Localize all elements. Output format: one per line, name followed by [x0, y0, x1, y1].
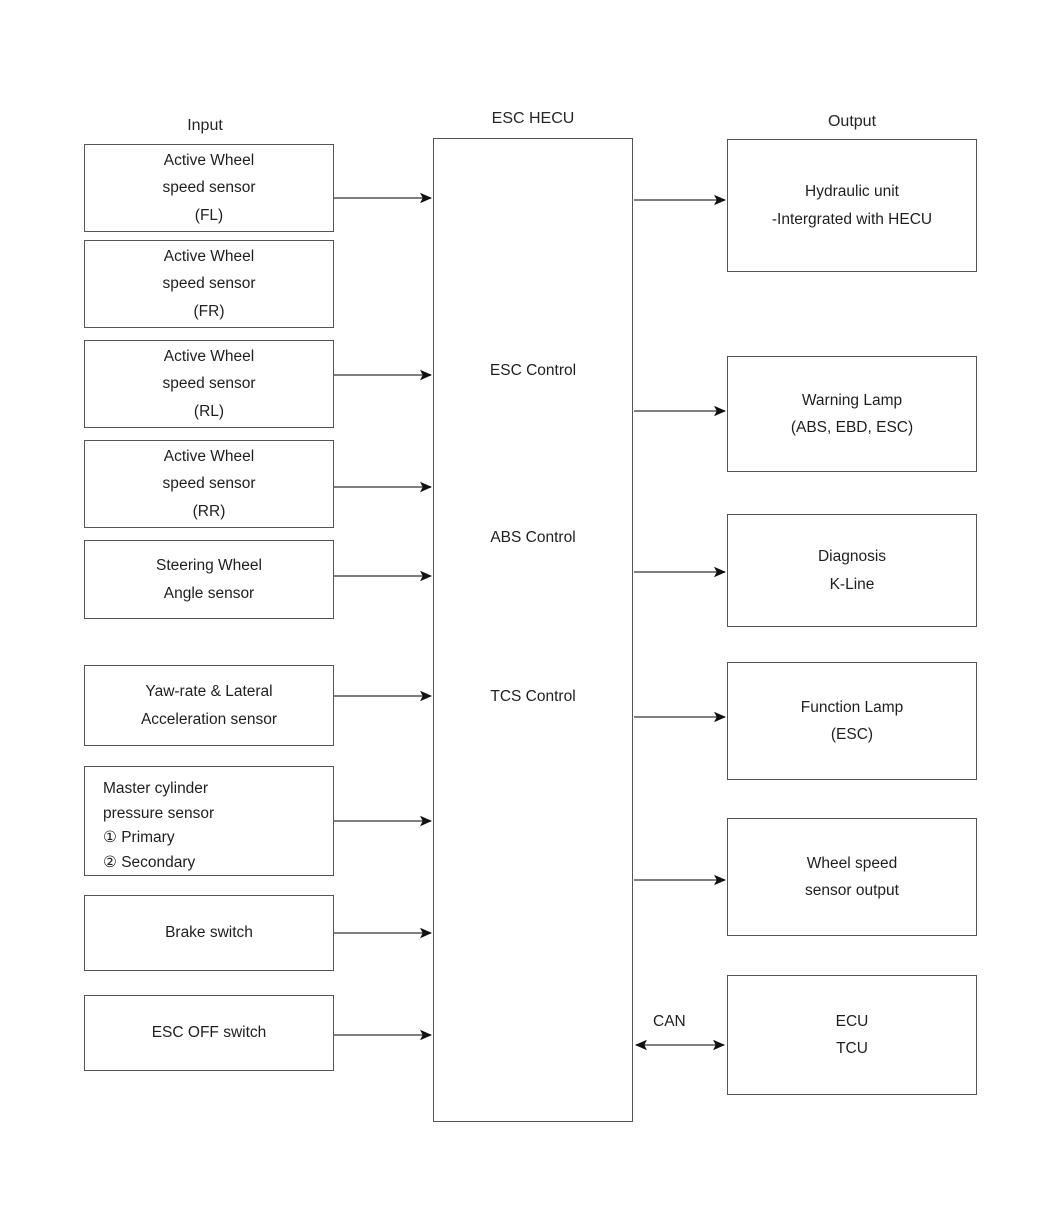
output-node-warning-lamp[interactable]: Warning Lamp (ABS, EBD, ESC): [727, 356, 977, 472]
hecu-function-abs-control: ABS Control: [490, 529, 576, 546]
input-node-esc-off-switch[interactable]: ESC OFF switch: [84, 995, 334, 1071]
output-node-hydraulic-unit[interactable]: Hydraulic unit -Intergrated with HECU: [727, 139, 977, 272]
output-node-function-lamp[interactable]: Function Lamp (ESC): [727, 662, 977, 780]
node-line: Steering Wheel: [156, 557, 262, 574]
node-line: pressure sensor: [103, 804, 215, 822]
node-line: Active Wheel: [163, 447, 255, 465]
node-line: speed sensor: [162, 475, 256, 493]
input-node-master-cylinder-pressure[interactable]: Master cylinder pressure sensor ① Primar…: [84, 766, 334, 876]
node-line: speed sensor: [162, 179, 256, 197]
esc-hecu-box[interactable]: [433, 138, 633, 1122]
input-node-wheel-speed-fr[interactable]: Active Wheel speed sensor (FR): [84, 240, 334, 328]
node-line: sensor output: [805, 882, 899, 899]
node-line: (ESC): [830, 726, 874, 743]
node-line: ② Secondary: [103, 853, 196, 871]
node-line: Acceleration sensor: [140, 710, 278, 728]
node-line: (RL): [193, 402, 225, 420]
node-line: Active Wheel: [163, 347, 255, 365]
input-node-wheel-speed-fl[interactable]: Active Wheel speed sensor (FL): [84, 144, 334, 232]
node-line: (RR): [192, 502, 226, 520]
node-line: Wheel speed: [806, 854, 898, 872]
node-line: Active Wheel: [163, 151, 255, 169]
output-node-ecu-tcu[interactable]: ECU TCU: [727, 975, 977, 1095]
input-column-title: Input: [187, 117, 223, 134]
node-line: speed sensor: [162, 275, 256, 293]
node-line: (ABS, EBD, ESC): [790, 419, 914, 436]
node-line: Active Wheel: [163, 247, 255, 265]
node-line: Hydraulic unit: [805, 183, 899, 200]
node-line: Warning Lamp: [801, 391, 903, 409]
output-node-diagnosis[interactable]: Diagnosis K-Line: [727, 514, 977, 627]
input-node-wheel-speed-rl[interactable]: Active Wheel speed sensor (RL): [84, 340, 334, 428]
node-line: speed sensor: [162, 375, 256, 393]
hecu-function-esc-control: ESC Control: [489, 362, 577, 379]
input-node-brake-switch[interactable]: Brake switch: [84, 895, 334, 971]
node-line: TCU: [836, 1040, 868, 1057]
node-line: Master cylinder: [103, 780, 209, 797]
node-line: Diagnosis: [817, 548, 887, 565]
node-line: Angle sensor: [163, 584, 255, 602]
node-line: (FR): [193, 302, 225, 320]
output-column-title: Output: [827, 113, 877, 130]
input-node-yaw-rate[interactable]: Yaw-rate & Lateral Acceleration sensor: [84, 665, 334, 746]
node-line: ESC OFF switch: [151, 1024, 267, 1042]
node-line: ① Primary: [103, 829, 175, 846]
node-line: -Intergrated with HECU: [771, 210, 933, 228]
node-line: Yaw-rate & Lateral: [145, 683, 273, 700]
can-bus-label: CAN: [653, 1013, 686, 1030]
input-node-steering-angle[interactable]: Steering Wheel Angle sensor: [84, 540, 334, 619]
hecu-column-title: ESC HECU: [491, 110, 575, 127]
node-line: K-Line: [829, 575, 875, 593]
node-line: Function Lamp: [800, 698, 904, 716]
hecu-function-tcs-control: TCS Control: [490, 688, 576, 705]
output-node-wheel-speed-output[interactable]: Wheel speed sensor output: [727, 818, 977, 936]
node-line: Brake switch: [165, 924, 253, 942]
node-line: (FL): [194, 206, 224, 224]
node-line: ECU: [835, 1012, 869, 1030]
input-node-wheel-speed-rr[interactable]: Active Wheel speed sensor (RR): [84, 440, 334, 528]
